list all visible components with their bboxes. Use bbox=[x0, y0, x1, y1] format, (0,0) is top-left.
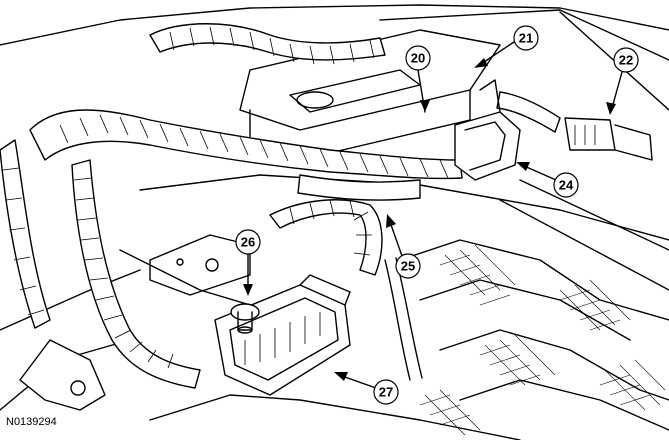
callout-20-label: 20 bbox=[411, 51, 425, 66]
callout-20: 20 bbox=[405, 45, 431, 113]
seat-spring-mesh bbox=[419, 244, 666, 436]
figure-id: N0139294 bbox=[6, 416, 57, 428]
connector-24 bbox=[454, 79, 521, 181]
pushpin-retainer-26 bbox=[230, 303, 260, 334]
callout-26: 26 bbox=[235, 229, 261, 296]
connector-22 bbox=[564, 117, 653, 161]
callout-27-label: 27 bbox=[379, 385, 393, 400]
callout-26-label: 26 bbox=[241, 235, 255, 250]
callout-25: 25 bbox=[386, 214, 421, 279]
callout-24-label: 24 bbox=[559, 178, 574, 193]
callout-22-label: 22 bbox=[619, 53, 633, 68]
callout-21-label: 21 bbox=[519, 31, 533, 46]
callout-21: 21 bbox=[474, 25, 539, 68]
callout-27: 27 bbox=[334, 372, 399, 405]
callout-25-label: 25 bbox=[401, 259, 415, 274]
connector-27 bbox=[214, 274, 351, 396]
wiring-harness bbox=[0, 23, 561, 389]
callout-24: 24 bbox=[516, 162, 579, 198]
callout-22: 22 bbox=[606, 47, 639, 115]
